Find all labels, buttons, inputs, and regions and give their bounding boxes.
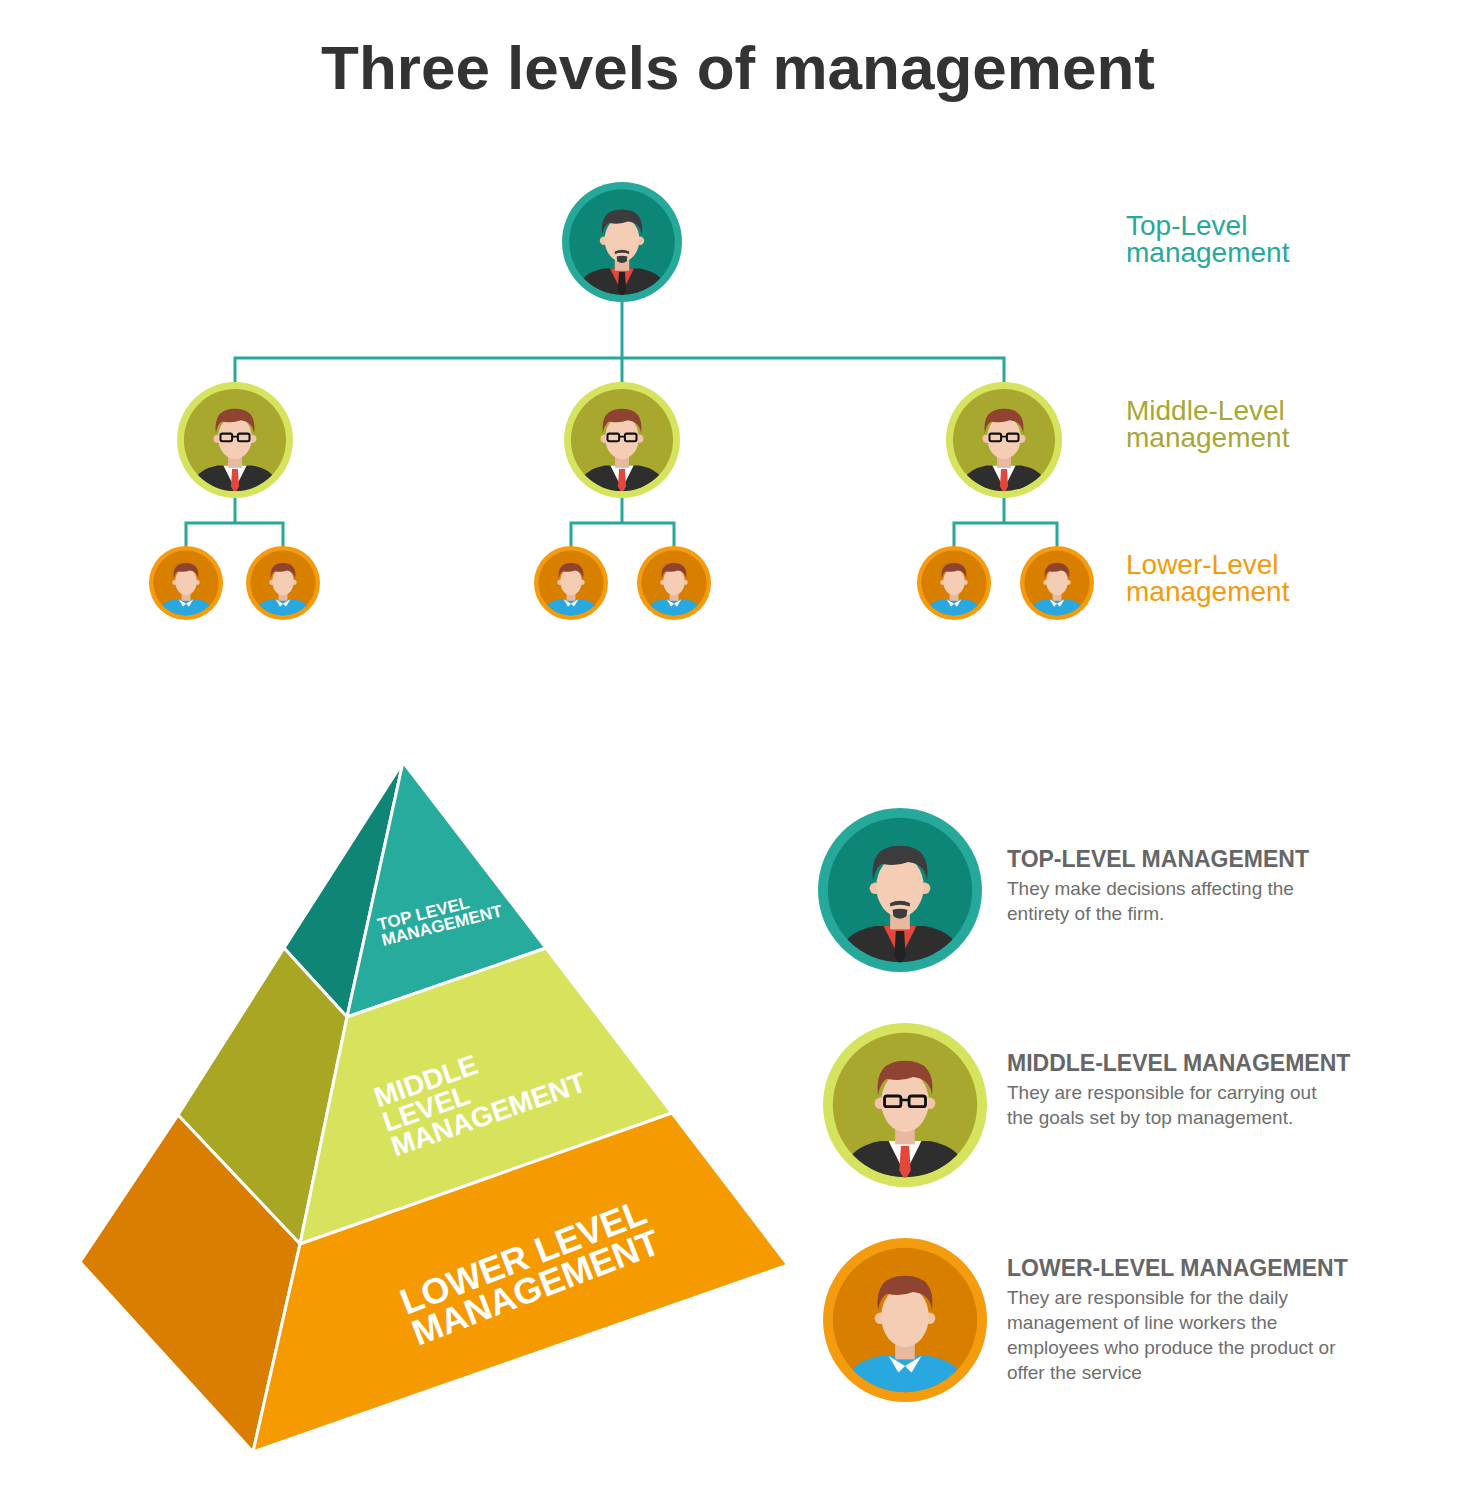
level-card: LOWER-LEVEL MANAGEMENTThey are responsib…: [1007, 1253, 1407, 1385]
org-line: [621, 300, 624, 358]
avatar: [246, 546, 320, 624]
org-line: [621, 358, 624, 382]
level-card: TOP-LEVEL MANAGEMENTThey make decisions …: [1007, 844, 1407, 926]
avatar: [637, 546, 711, 624]
org-line: [234, 498, 237, 523]
avatar: [823, 1023, 987, 1195]
org-line: [954, 523, 1057, 547]
avatar: [177, 382, 293, 504]
pyramid-band: LOWER LEVEL MANAGEMENT: [253, 1113, 788, 1452]
level-label: Lower-Level management: [1126, 551, 1386, 605]
level-card: MIDDLE-LEVEL MANAGEMENTThey are responsi…: [1007, 1048, 1407, 1130]
org-line: [621, 498, 624, 523]
avatar: [562, 182, 682, 308]
level-label: Top-Level management: [1126, 212, 1386, 266]
card-heading: LOWER-LEVEL MANAGEMENT: [1007, 1253, 1407, 1283]
org-line: [235, 358, 1004, 382]
avatar: [149, 546, 223, 624]
title: Three levels of management: [0, 32, 1476, 103]
avatar: [818, 808, 982, 980]
avatar: [534, 546, 608, 624]
avatar: [917, 546, 991, 624]
level-label: Middle-Level management: [1126, 397, 1386, 451]
avatar: [564, 382, 680, 504]
avatar: [1020, 546, 1094, 624]
avatar: [946, 382, 1062, 504]
org-line: [1003, 498, 1006, 523]
card-body: They are responsible for carrying out th…: [1007, 1080, 1347, 1130]
org-line: [571, 523, 674, 547]
card-heading: TOP-LEVEL MANAGEMENT: [1007, 844, 1407, 874]
card-body: They are responsible for the daily manag…: [1007, 1285, 1347, 1385]
card-body: They make decisions affecting the entire…: [1007, 876, 1347, 926]
avatar: [823, 1238, 987, 1410]
card-heading: MIDDLE-LEVEL MANAGEMENT: [1007, 1048, 1407, 1078]
org-line: [186, 523, 283, 547]
